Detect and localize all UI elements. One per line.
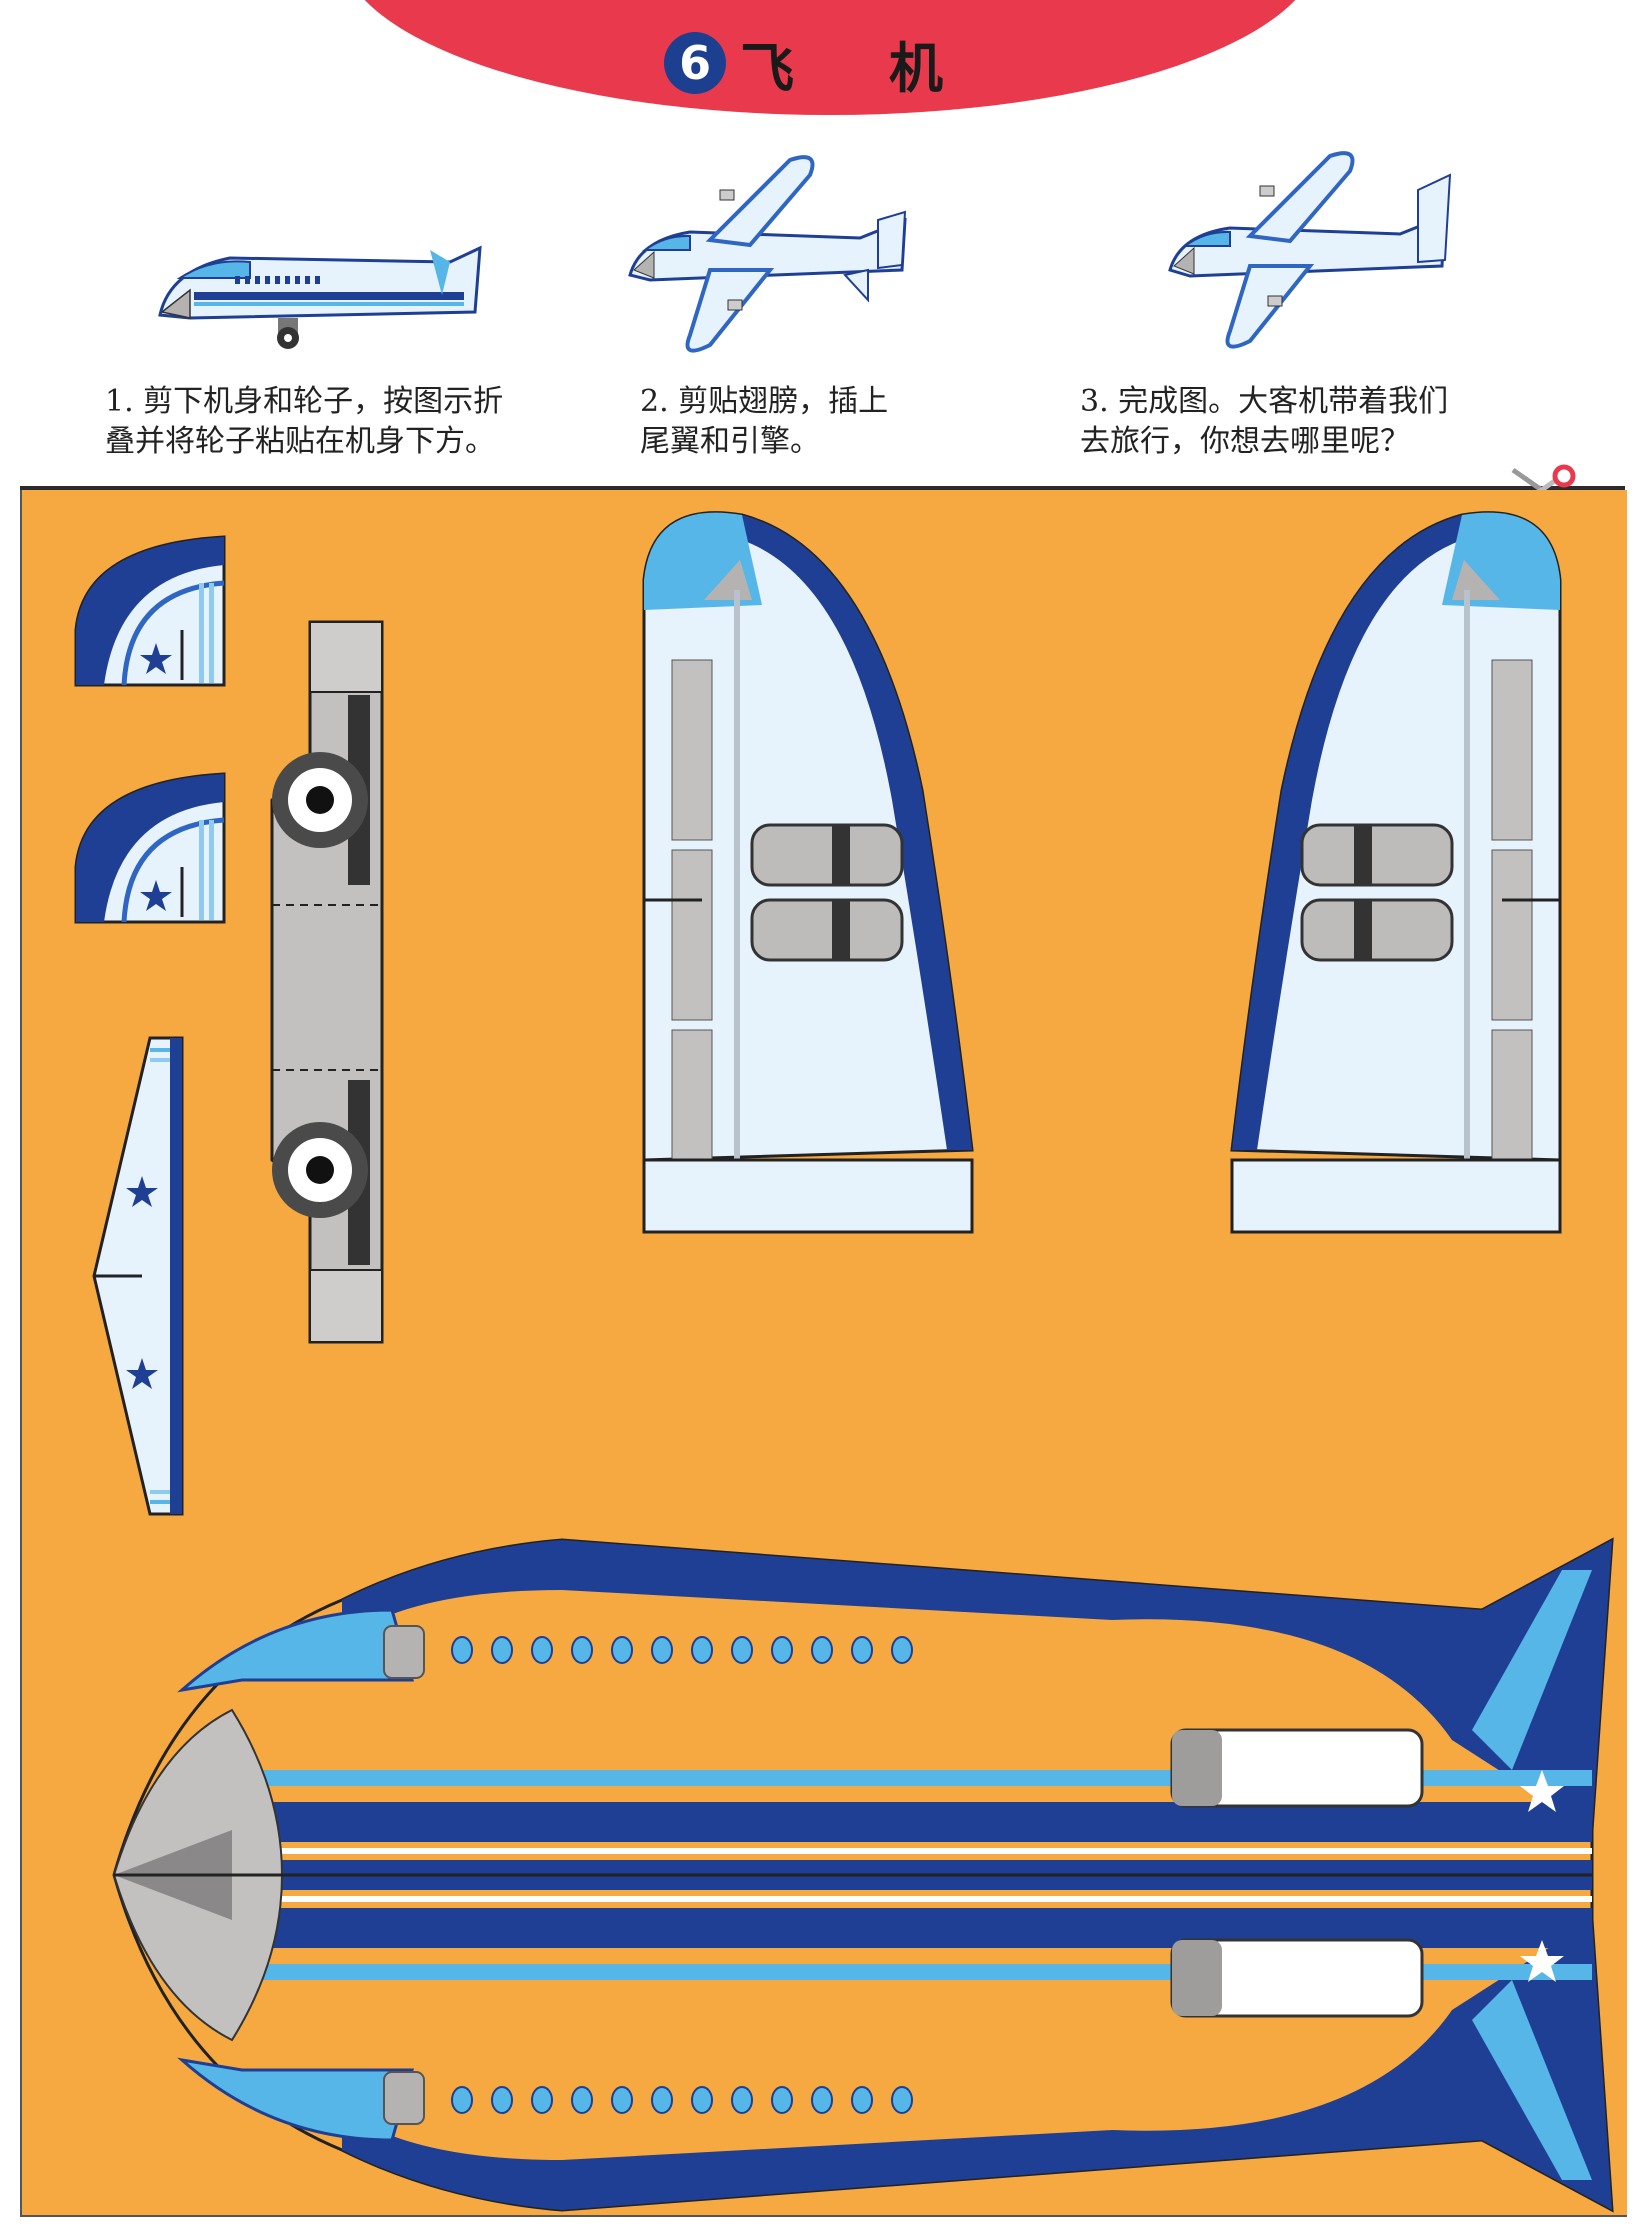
horizontal-stabilizer[interactable]	[92, 1036, 192, 1516]
step1-caption: 1. 剪下机身和轮子，按图示折 叠并将轮子粘贴在机身下方。	[105, 384, 504, 459]
engine-icon	[1300, 823, 1454, 962]
star-icon	[126, 1358, 158, 1389]
step2-illustration	[628, 155, 907, 353]
step2-caption: 2. 剪贴翅膀，插上 尾翼和引擎。	[640, 384, 889, 459]
star-icon	[126, 1176, 158, 1207]
step1-illustration	[158, 245, 482, 349]
cut-line	[20, 486, 1625, 490]
engine-icon	[750, 823, 904, 962]
star-icon	[140, 643, 172, 674]
tail-fin-left[interactable]	[74, 535, 234, 690]
step3-illustration	[1168, 151, 1452, 349]
wheel-icon	[272, 1122, 368, 1218]
wing-right[interactable]	[1142, 510, 1582, 1240]
engine-icon	[1170, 1728, 1424, 2018]
tail-fin-right[interactable]	[74, 772, 234, 927]
step-number-badge: 6	[664, 32, 727, 94]
step3-caption: 3. 完成图。大客机带着我们 去旅行，你想去哪里呢？	[1080, 384, 1449, 459]
wing-left[interactable]	[622, 510, 1062, 1240]
cutout-sheet	[20, 490, 1627, 2217]
star-icon	[140, 880, 172, 911]
wheel-strip[interactable]	[270, 620, 390, 1345]
fuselage[interactable]	[112, 1530, 1632, 2220]
title-text: 飞 机	[740, 36, 981, 100]
wheel-icon	[272, 752, 368, 848]
star-icon	[1520, 1940, 1564, 1982]
star-icon	[1520, 1770, 1564, 1812]
window-icon	[451, 1636, 913, 2114]
page-title: 6 飞 机	[0, 18, 1645, 108]
